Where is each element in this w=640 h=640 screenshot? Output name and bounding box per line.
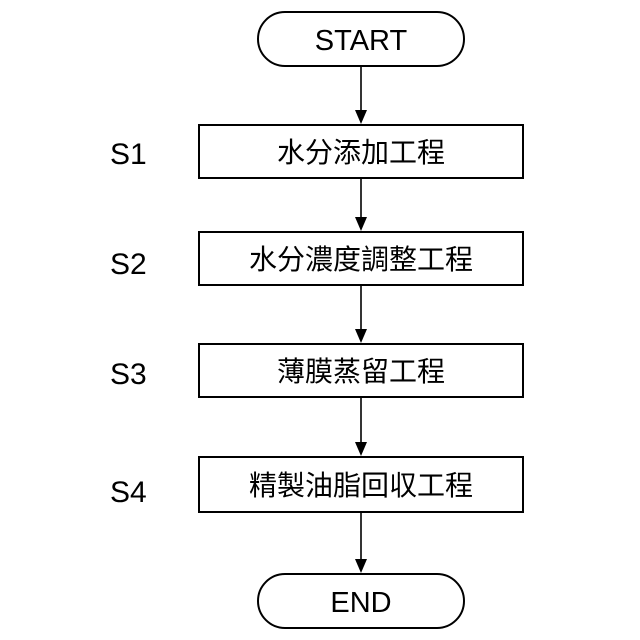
arrow-s3-to-s4 bbox=[355, 397, 367, 456]
end-label: END bbox=[330, 587, 391, 619]
arrow-s4-to-end bbox=[355, 512, 367, 573]
end-terminator: END bbox=[258, 574, 464, 628]
step-text-s1: 水分添加工程 bbox=[277, 136, 445, 169]
start-label: START bbox=[315, 25, 408, 57]
step-s1: S1 水分添加工程 bbox=[110, 125, 523, 178]
start-terminator: START bbox=[258, 12, 464, 66]
arrow-s2-to-s3 bbox=[355, 285, 367, 343]
step-s4: S4 精製油脂回収工程 bbox=[110, 457, 523, 512]
step-text-s4: 精製油脂回収工程 bbox=[249, 469, 473, 502]
step-text-s2: 水分濃度調整工程 bbox=[249, 243, 473, 276]
step-s3: S3 薄膜蒸留工程 bbox=[110, 344, 523, 397]
step-label-s4: S4 bbox=[110, 476, 147, 509]
step-label-s3: S3 bbox=[110, 358, 147, 391]
step-label-s1: S1 bbox=[110, 138, 147, 171]
arrow-start-to-s1 bbox=[355, 66, 367, 124]
step-s2: S2 水分濃度調整工程 bbox=[110, 232, 523, 285]
step-label-s2: S2 bbox=[110, 248, 147, 281]
arrow-s1-to-s2 bbox=[355, 178, 367, 231]
step-text-s3: 薄膜蒸留工程 bbox=[277, 355, 445, 388]
